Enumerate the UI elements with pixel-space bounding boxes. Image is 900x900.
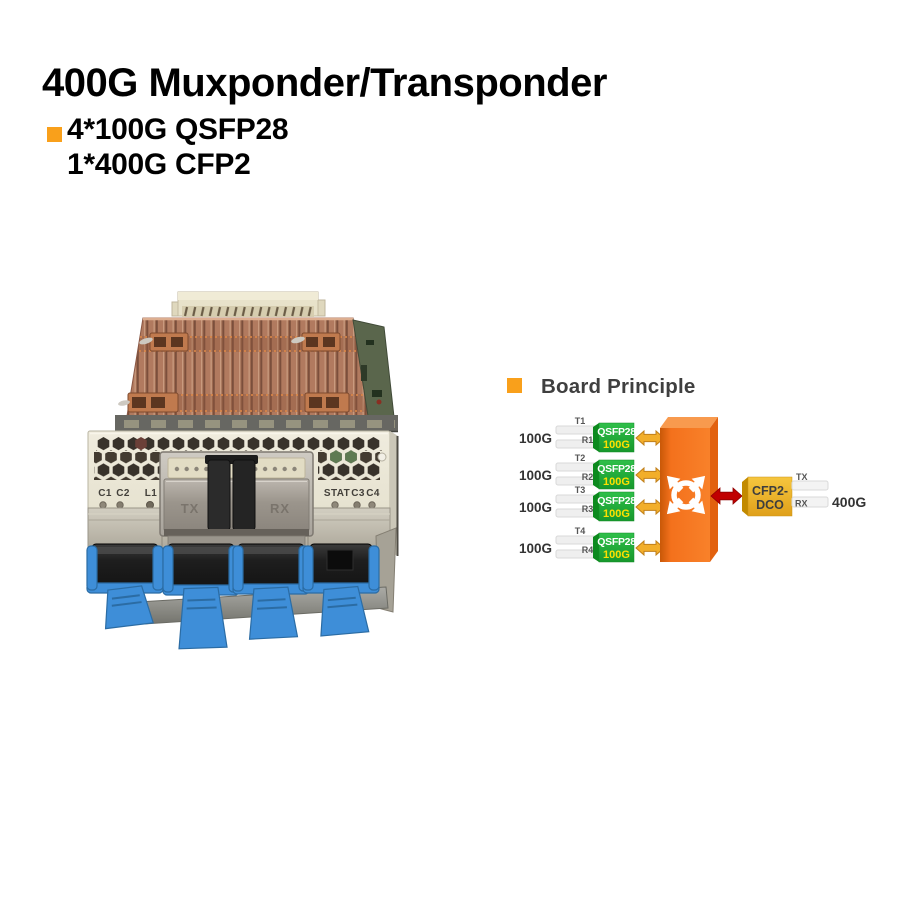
- pull-tab-latch: [162, 545, 240, 650]
- client-row: 100G T4 R4 QSFP28 100G: [519, 526, 665, 563]
- label-c4: C4: [366, 488, 380, 499]
- bullet-list: 4*100G QSFP28 1*400G CFP2: [67, 112, 289, 182]
- line-rx-label: RX: [795, 499, 808, 509]
- qsfp-connectors: [91, 543, 373, 593]
- cfp2-tx-label: TX: [181, 501, 200, 516]
- heatsink: [118, 317, 369, 417]
- label-c3: C3: [351, 488, 365, 499]
- tx-port-label: T4: [575, 526, 586, 536]
- client-row: 100G T3 R3 QSFP28 100G: [519, 485, 665, 522]
- qsfp28-box-bevel: [593, 533, 599, 562]
- qsfp28-box: [598, 532, 635, 563]
- bullet-square-icon: [47, 127, 62, 142]
- page-title: 400G Muxponder/Transponder: [42, 61, 607, 105]
- module-photo: C1 C2 L1 STAT C3 C4 TX RX: [86, 291, 399, 650]
- cfp2-dco-block: CFP2- DCO: [742, 476, 793, 517]
- switch-fabric-icon: [666, 475, 706, 515]
- label-stat: STAT: [324, 488, 350, 499]
- line-rate-label: 400G: [832, 494, 866, 510]
- cfp2-box-bevel: [742, 477, 748, 516]
- rx-port-label: R3: [582, 504, 594, 514]
- label-c1: C1: [98, 488, 112, 499]
- bullet-square-icon: [507, 378, 522, 393]
- backplane-connector: [171, 291, 326, 317]
- client-rate: 100G: [519, 431, 552, 446]
- bullet-item: 4*100G QSFP28: [67, 113, 289, 146]
- bidi-arrow-icon: [635, 498, 665, 516]
- rx-port-label: R4: [582, 545, 594, 555]
- svg-text:100G: 100G: [603, 476, 630, 488]
- svg-text:CFP2-: CFP2-: [752, 484, 788, 498]
- heatsink-clips: [118, 332, 350, 413]
- client-row: 100G T2 R2 QSFP28 100G: [519, 453, 665, 490]
- top-bracket-bar: [115, 415, 398, 433]
- cfp2-box: [747, 476, 793, 517]
- line-tx-label: TX: [796, 472, 808, 482]
- bullet-item: 1*400G CFP2: [67, 148, 251, 181]
- rx-port-label: R1: [582, 435, 594, 445]
- svg-text:DCO: DCO: [756, 498, 784, 512]
- tx-port-label: T1: [575, 416, 586, 426]
- qsfp28-box: [598, 422, 635, 453]
- qsfp28-box-bevel: [593, 423, 599, 452]
- qsfp28-box-bevel: [593, 460, 599, 489]
- svg-text:QSFP28: QSFP28: [597, 495, 636, 507]
- tx-port-label: T3: [575, 485, 586, 495]
- bidi-arrow-icon: [635, 429, 665, 447]
- switch-fabric-block: [660, 417, 718, 562]
- client-row: 100G T1 R1 QSFP28 100G: [519, 416, 665, 453]
- svg-text:QSFP28: QSFP28: [597, 463, 636, 475]
- qsfp28-box: [598, 459, 635, 490]
- pcb-edge: [352, 319, 395, 418]
- tx-port-label: T2: [575, 453, 586, 463]
- label-l1: L1: [145, 488, 158, 499]
- svg-text:QSFP28: QSFP28: [597, 426, 636, 438]
- board-principle-diagram: Board Principle 100G T1 R1 QSFP28 100G 1…: [507, 375, 866, 563]
- label-c2: C2: [116, 488, 130, 499]
- panel-screw: [377, 452, 387, 462]
- svg-text:QSFP28: QSFP28: [597, 536, 636, 548]
- bidi-arrow-icon: [635, 466, 665, 484]
- board-principle-heading: Board Principle: [541, 375, 696, 398]
- rx-port-label: R2: [582, 472, 594, 482]
- line-tx-bar: [791, 480, 829, 491]
- svg-text:100G: 100G: [603, 508, 630, 520]
- panel-labels: C1 C2 L1 STAT C3 C4: [98, 488, 380, 499]
- vent-holes: [94, 437, 382, 480]
- bidi-arrow-icon: [635, 539, 665, 557]
- cfp2-latch-clip: [205, 455, 258, 531]
- qsfp28-box: [598, 491, 635, 522]
- pull-tab-latches: [86, 545, 380, 650]
- svg-text:100G: 100G: [603, 549, 630, 561]
- faceplate-side: [390, 431, 398, 556]
- cfp2-module: TX RX: [159, 451, 314, 547]
- status-leds: [99, 501, 376, 509]
- pull-tab-latch: [302, 545, 380, 637]
- client-rate: 100G: [519, 468, 552, 483]
- qsfp28-box-bevel: [593, 492, 599, 521]
- svg-text:100G: 100G: [603, 439, 630, 451]
- client-rate: 100G: [519, 500, 552, 515]
- cfp2-rx-label: RX: [270, 501, 290, 516]
- line-rx-bar: [791, 496, 829, 508]
- client-rate: 100G: [519, 541, 552, 556]
